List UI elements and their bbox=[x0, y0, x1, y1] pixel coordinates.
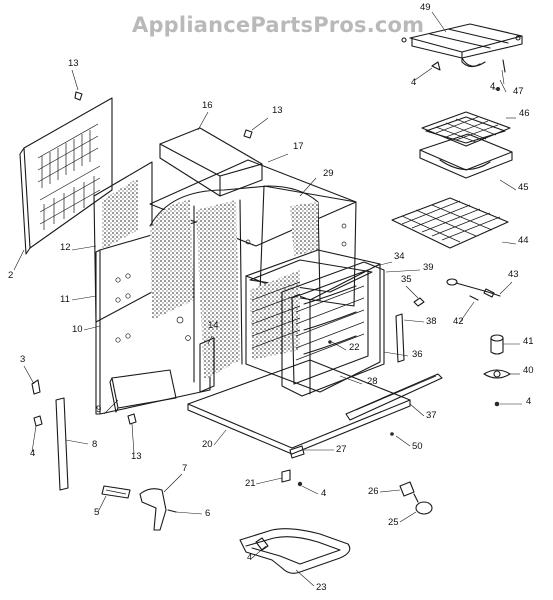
callout-4: 4 bbox=[526, 396, 531, 407]
oven-liner-part bbox=[245, 249, 425, 397]
callout-35: 35 bbox=[401, 274, 412, 285]
callout-40: 40 bbox=[523, 365, 534, 376]
callout-4: 4 bbox=[321, 488, 326, 499]
callout-42: 42 bbox=[453, 316, 464, 327]
screw-part bbox=[71, 69, 83, 101]
callout-47: 47 bbox=[513, 86, 524, 97]
oven-body-part bbox=[71, 111, 411, 455]
callout-21: 21 bbox=[245, 478, 256, 489]
callout-41: 41 bbox=[523, 336, 534, 347]
callout-50: 50 bbox=[412, 441, 423, 452]
callout-34: 34 bbox=[394, 251, 405, 262]
callout-4: 4 bbox=[247, 552, 252, 563]
broiler-pan-part bbox=[419, 111, 517, 191]
callout-13: 13 bbox=[131, 451, 142, 462]
callout-14: 14 bbox=[208, 320, 219, 331]
callout-26: 26 bbox=[368, 486, 379, 497]
callout-22: 22 bbox=[349, 342, 360, 353]
callout-37: 37 bbox=[426, 410, 437, 421]
back-panel-part bbox=[13, 97, 113, 271]
callout-38: 38 bbox=[426, 316, 437, 327]
callout-25: 25 bbox=[388, 517, 399, 528]
callout-39: 39 bbox=[423, 262, 434, 273]
callout-27: 27 bbox=[336, 444, 347, 455]
watermark: AppliancePartsPros.com bbox=[132, 13, 424, 37]
bake-element-part bbox=[239, 528, 351, 587]
callout-29: 29 bbox=[323, 168, 334, 179]
callout-10: 10 bbox=[72, 324, 83, 335]
callout-9: 9 bbox=[96, 404, 101, 415]
callout-16: 16 bbox=[202, 100, 213, 111]
callout-17: 17 bbox=[293, 141, 304, 152]
rack-guide-part bbox=[401, 11, 523, 93]
leveling-leg-part bbox=[255, 445, 334, 495]
callout-44: 44 bbox=[518, 235, 529, 246]
callout-3: 3 bbox=[20, 354, 25, 365]
callout-4: 4 bbox=[490, 81, 495, 92]
oven-rack-part bbox=[391, 197, 517, 249]
callout-49: 49 bbox=[420, 2, 431, 13]
callout-13: 13 bbox=[68, 58, 79, 69]
callout-8: 8 bbox=[92, 439, 97, 450]
callout-5: 5 bbox=[94, 507, 99, 518]
igniter-part bbox=[446, 278, 513, 323]
callout-23: 23 bbox=[316, 582, 327, 593]
callout-2: 2 bbox=[8, 270, 13, 281]
callout-7: 7 bbox=[182, 463, 187, 474]
callout-45: 45 bbox=[518, 182, 529, 193]
callout-4: 4 bbox=[30, 448, 35, 459]
callout-20: 20 bbox=[202, 439, 213, 450]
callout-4: 4 bbox=[411, 77, 416, 88]
side-trim-part bbox=[23, 365, 137, 491]
hinge-part bbox=[97, 473, 203, 531]
callout-6: 6 bbox=[205, 508, 210, 519]
callout-11: 11 bbox=[60, 294, 70, 305]
bulb-socket-part bbox=[483, 334, 522, 407]
oven-light-part bbox=[379, 481, 433, 523]
drawer-rail-part bbox=[345, 373, 443, 447]
callout-43: 43 bbox=[508, 269, 519, 280]
callout-12: 12 bbox=[60, 242, 71, 253]
callout-46: 46 bbox=[519, 108, 530, 119]
callout-36: 36 bbox=[412, 349, 423, 360]
callout-28: 28 bbox=[367, 376, 378, 387]
callout-13: 13 bbox=[272, 105, 283, 116]
